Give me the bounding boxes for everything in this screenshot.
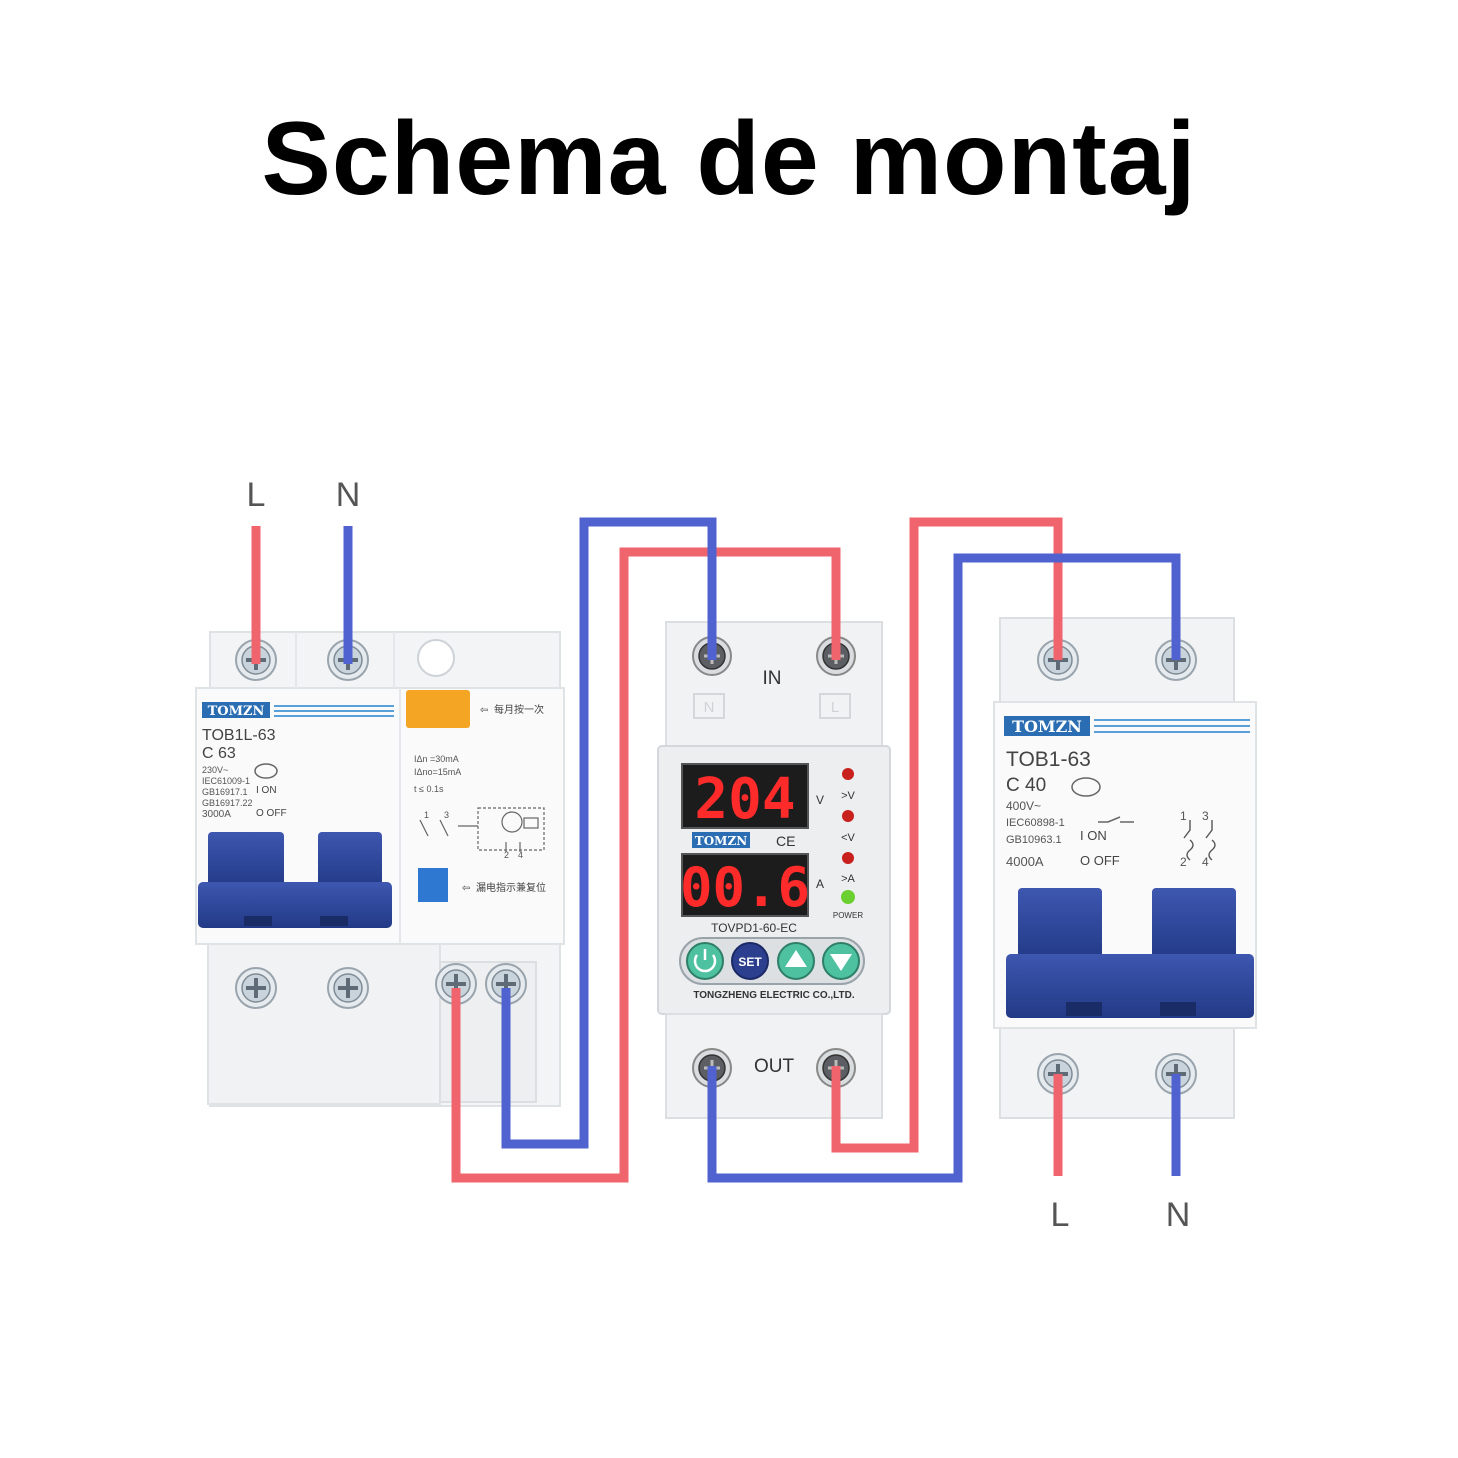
protector-to-mcb-neutral-wire [707,553,1181,1183]
mcb-spec-line: 400V~ [1006,799,1041,813]
power-led [841,890,855,904]
rcbo-spec-line: 230V~ [202,765,228,775]
protector-in-label: IN [763,668,782,689]
rcbo-test-button[interactable] [406,690,470,728]
protector-ce-mark: CE [776,833,795,849]
triangle-up-icon [785,950,807,967]
mcb-toggle-handle[interactable] [1152,888,1236,960]
rcbo-handle-bar[interactable] [198,882,392,928]
rcbo-spec-line: IEC61009-1 [202,776,250,786]
rcbo-test-note: 每月按一次 [494,703,544,716]
mcb-brand: TOMZN [1012,717,1082,736]
load-line-label: L [1051,1196,1070,1234]
rcbo-off-label: O OFF [256,808,287,819]
mcb-rating: C 40 [1006,775,1046,796]
ccc-mark-icon [254,763,278,779]
rcbo-schematic [419,807,545,852]
mcb-on-label: I ON [1080,828,1107,843]
rcbo-terminal-number: 3 [444,810,449,820]
mcb-off-label: O OFF [1080,853,1120,868]
mcb-breaker: TOMZN TOB1-63 C 40 400V~ IEC60898-1 GB10… [993,617,1257,1119]
mcb-terminal-number: 1 [1180,809,1187,823]
power-icon [693,954,717,973]
wires [251,517,1181,1183]
protector-to-mcb-line-wire [831,517,1063,1153]
protector-out-label: OUT [754,1056,795,1077]
mcb-model: TOB1-63 [1006,748,1091,771]
supply-neutral-label: N [336,476,361,514]
current-reading: 00.6 [680,856,810,919]
rcbo-reset-note: 漏电指示兼复位 [476,881,546,894]
voltage-reading: 204 [694,767,795,832]
mcb-terminal-number: 4 [1202,855,1209,869]
rcbo-bottom-terminal [234,966,278,1010]
rcbo-terminal-number: 4 [518,850,523,860]
protector-terminal-l-label: L [831,699,839,716]
protector-terminal-n-label: N [704,699,715,716]
rcbo-on-label: I ON [256,785,277,796]
mcb-spec-line: IEC60898-1 [1006,817,1065,829]
rcbo-spec-line: 3000A [202,809,231,820]
rcbo-brand: TOMZN [208,704,265,719]
mcb-schematic [1183,820,1216,861]
undervoltage-led [842,810,854,822]
mcb-terminal-number: 3 [1202,809,1209,823]
power-label: POWER [833,911,863,920]
mcb-terminal-number: 2 [1180,855,1187,869]
rcbo-toggle-handle[interactable] [318,832,382,888]
rcbo-leak-spec: IΔn =30mA [414,754,459,764]
down-button[interactable] [822,942,860,980]
current-unit: A [816,877,824,891]
up-button[interactable] [777,942,815,980]
mcb-spec-line: 4000A [1006,854,1044,869]
rcbo-spec-line: GB16917.1 [202,787,248,797]
rcbo-toggle-handle[interactable] [208,832,284,888]
mcb-spec-line: GB10963.1 [1006,834,1062,846]
triangle-down-icon [830,954,852,971]
rcbo-bottom-terminal [326,966,370,1010]
voltage-protector: IN N L 204 V 00.6 A TOMZN CE >V <V >A PO… [657,621,891,1119]
rcbo-terminal-number: 2 [504,850,509,860]
rcbo-to-protector-line-wire [451,547,841,1183]
indicator-label: >V [841,790,855,802]
rcbo-terminal-number: 1 [424,810,429,820]
indicator-label: >A [841,873,855,885]
rcbo-leak-spec: t ≤ 0.1s [414,784,444,794]
voltage-unit: V [816,793,824,807]
rcbo-spec-line: GB16917.22 [202,798,253,808]
rcbo-breaker: TOMZN TOB1L-63 C 63 230V~ IEC61009-1 GB1… [195,631,565,1107]
switch-symbol-icon [1098,816,1134,823]
mcb-brand-badge [1004,716,1090,736]
rcbo-to-protector-neutral-wire [501,517,717,1149]
rcbo-leak-indicator [418,868,448,902]
rcbo-rating: C 63 [202,745,236,762]
rcbo-indicator-ring [417,639,455,677]
protector-button-panel [679,937,865,985]
current-display [681,853,809,917]
protector-brand-badge [692,832,750,848]
protector-maker: TONGZHENG ELECTRIC CO.,LTD. [693,990,855,1001]
overcurrent-led [842,852,854,864]
supply-line-label: L [247,476,266,514]
load-neutral-label: N [1166,1196,1191,1234]
ccc-mark-icon [1071,777,1101,797]
voltage-display [681,763,809,829]
page-title: Schema de montaj [261,101,1197,217]
set-button-label: SET [738,955,762,969]
rcbo-reset-arrow-icon: ⇦ [462,883,470,894]
indicator-label: <V [841,832,855,844]
set-button[interactable]: SET [731,942,769,980]
mcb-handle-bar[interactable] [1006,954,1254,1018]
protector-model: TOVPD1-60-EC [711,921,797,935]
rcbo-model: TOB1L-63 [202,727,276,744]
rcbo-test-arrow-icon: ⇦ [480,705,488,716]
mcb-toggle-handle[interactable] [1018,888,1102,960]
rcbo-brand-badge [202,702,270,718]
overvoltage-led [842,768,854,780]
rcbo-leak-spec: IΔno=15mA [414,767,461,777]
power-button[interactable] [686,942,724,980]
protector-brand: TOMZN [695,834,747,848]
